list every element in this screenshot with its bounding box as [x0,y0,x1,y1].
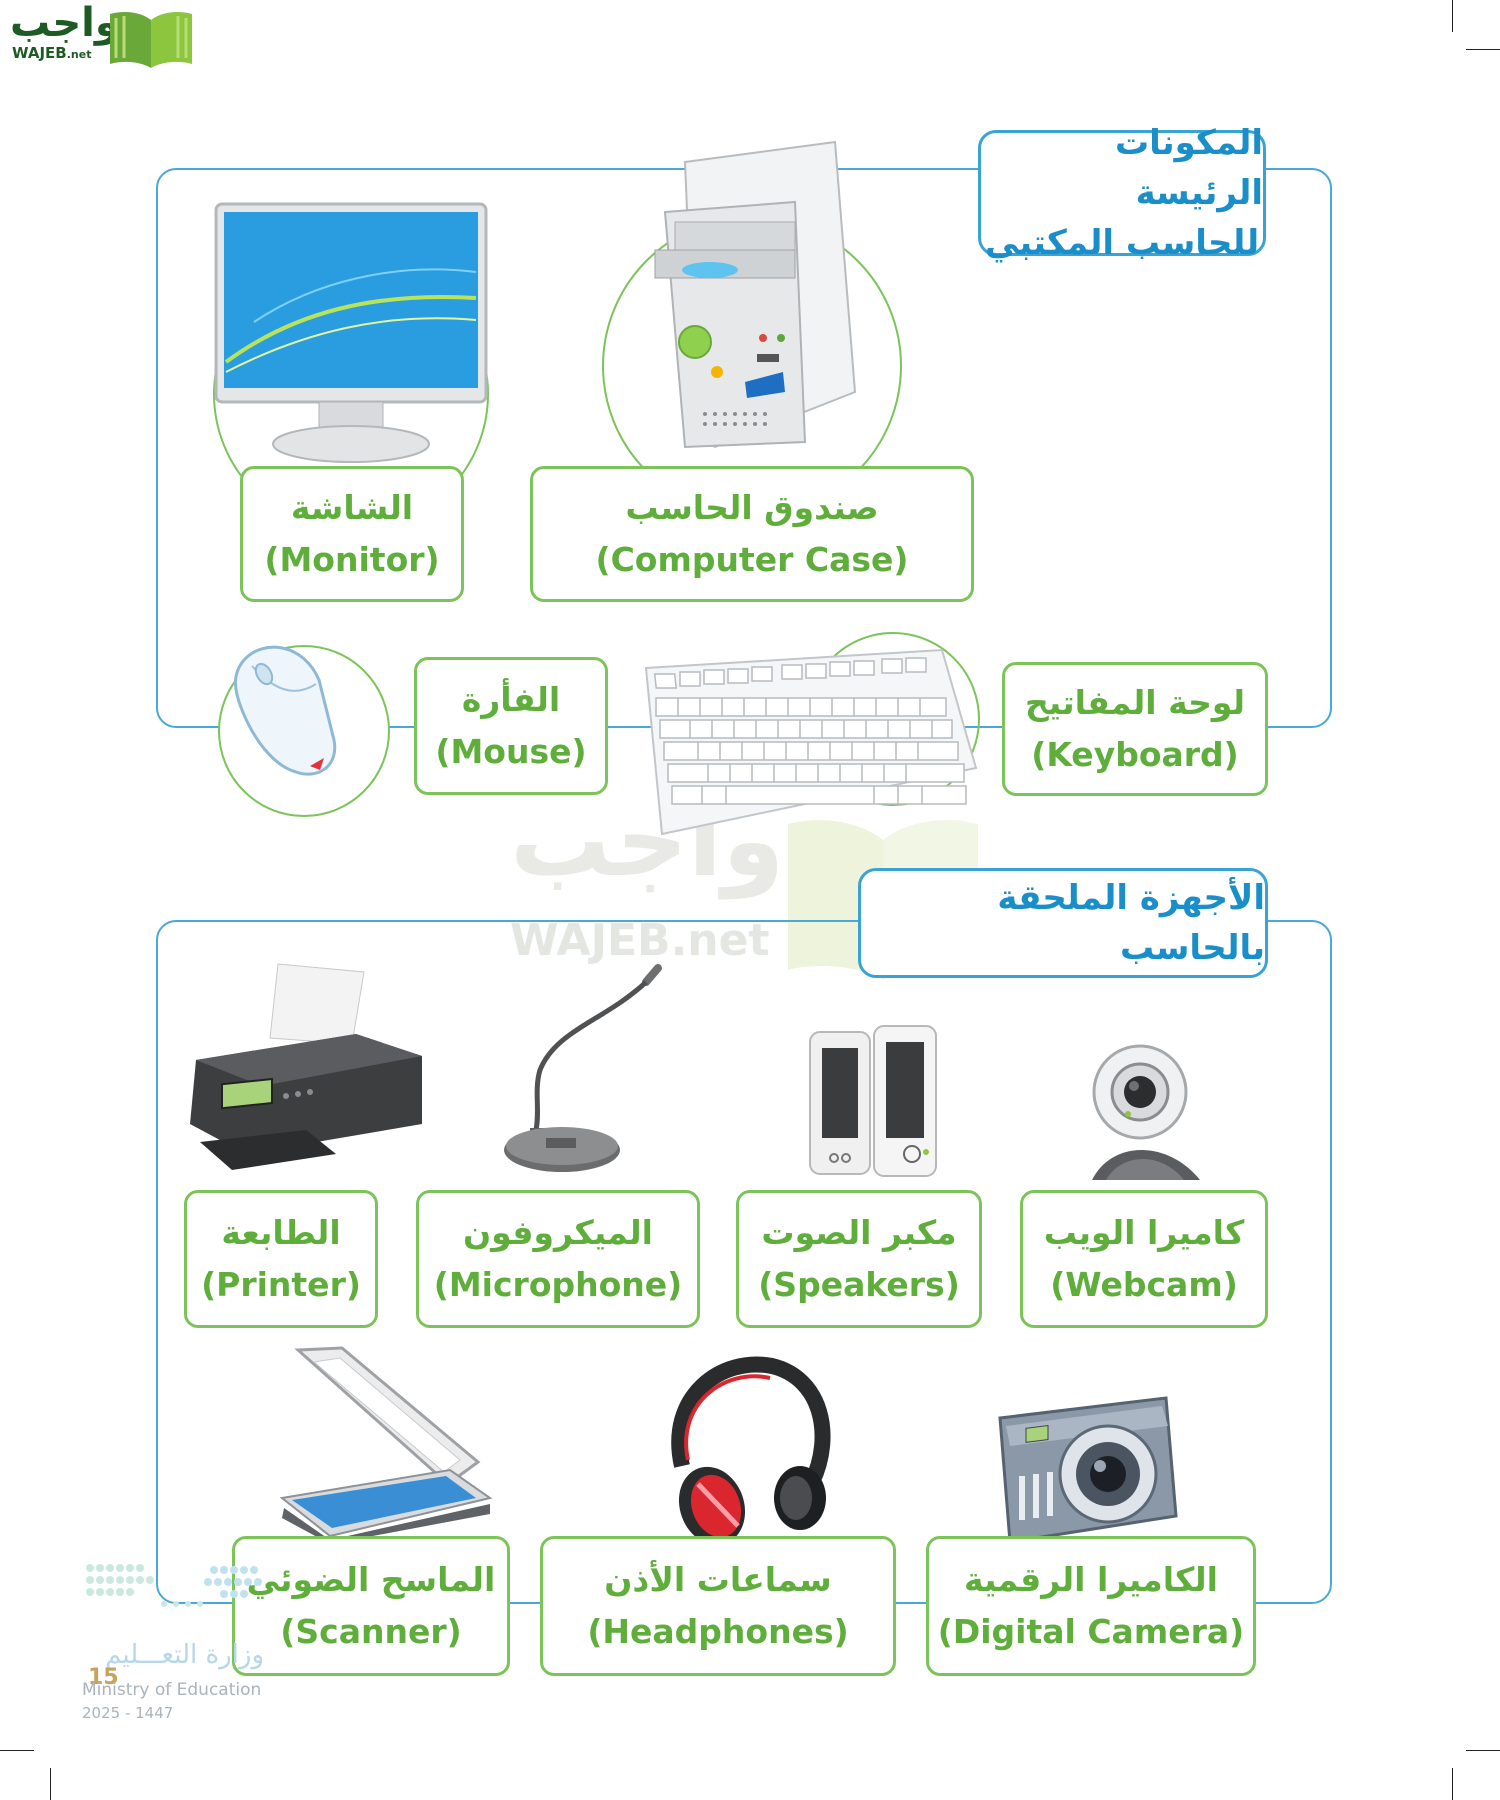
year-label: 2025 - 1447 [82,1704,174,1722]
speakers-label: مكبر الصوت (Speakers) [736,1190,982,1328]
webcam-label: كاميرا الويب (Webcam) [1020,1190,1268,1328]
printer-label: الطابعة (Printer) [184,1190,378,1328]
book-icon [110,12,192,68]
main-components-heading: المكونات الرئيسة للحاسب المكتبي [978,123,1266,263]
computer-case-label: صندوق الحاسب (Computer Case) [530,466,974,602]
headphones-icon [671,1356,831,1546]
printer-icon [190,963,422,1170]
watermark-text-en: WAJEB.net [510,915,770,966]
monitor-icon [214,202,488,463]
crop-mark [1452,1768,1453,1800]
webcam-icon [1092,1044,1200,1180]
logo-text-en: WAJEB.net [12,44,92,62]
computer-case-icon [654,140,857,449]
microphone-label: الميكروفون (Microphone) [416,1190,700,1328]
ministry-logo-icon [86,1564,262,1607]
crop-mark [1452,0,1453,32]
peripherals-heading: الأجهزة الملحقة بالحاسب [858,868,1268,978]
scanner-label: الماسح الضوئي (Scanner) [232,1536,510,1676]
logo-text-ar: واجب [10,0,120,46]
keyboard-icon [644,648,978,836]
crop-mark [1466,1750,1500,1751]
mouse-icon [234,645,337,776]
digital-camera-icon [998,1396,1178,1544]
scanner-icon [279,1346,493,1544]
crop-mark [1466,49,1500,50]
wajeb-logo: واجب WAJEB.net [8,0,193,68]
digital-camera-label: الكاميرا الرقمية (Digital Camera) [926,1536,1256,1676]
crop-mark [50,1768,51,1800]
headphones-label: سماعات الأذن (Headphones) [540,1536,896,1676]
ministry-name-en: Ministry of Education [82,1680,262,1700]
keyboard-label: لوحة المفاتيح (Keyboard) [1002,662,1268,796]
crop-mark [0,1750,34,1751]
mouse-label: الفأرة (Mouse) [414,657,608,795]
ministry-name-ar: وزارة التعـــليم [105,1640,264,1670]
monitor-label: الشاشة (Monitor) [240,466,464,602]
microphone-icon [504,964,662,1172]
page-number: 15 [88,1665,119,1690]
speakers-icon [809,1025,937,1177]
